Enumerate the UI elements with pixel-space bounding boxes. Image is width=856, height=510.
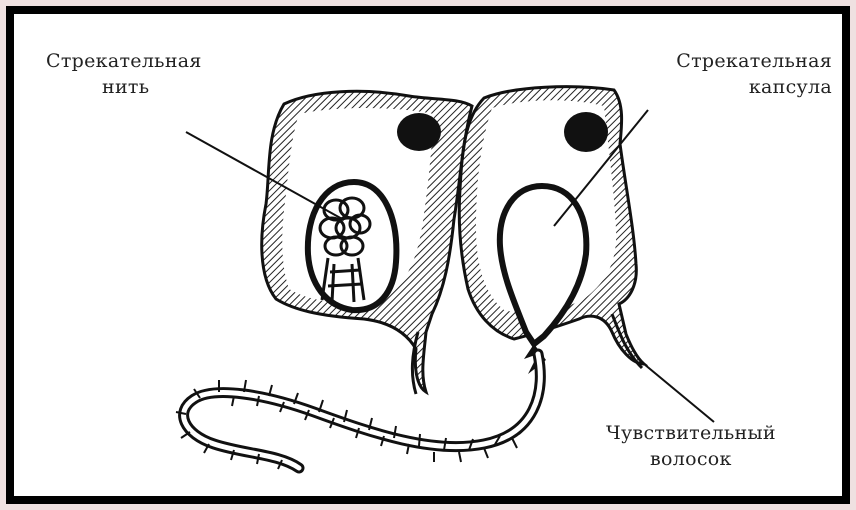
leader-hair (644, 364, 714, 422)
right-cell-nucleus (564, 112, 608, 152)
label-nematocyst-capsule: Стрекательная капсула (676, 48, 832, 100)
left-cnidocyte (262, 91, 472, 394)
label-capsule-line1: Стрекательная (676, 48, 832, 74)
label-nematocyst-thread: Стрекательная нить (46, 48, 202, 100)
right-cnidocyte (459, 87, 644, 374)
label-hair-line1: Чувствительный (606, 420, 776, 446)
label-capsule-line2: капсула (676, 74, 832, 100)
thread-inner (184, 354, 541, 468)
diagram-frame: Стрекательная нить Стрекательная капсула… (6, 6, 850, 504)
label-hair-line2: волосок (606, 446, 776, 472)
discharged-thread (176, 354, 540, 469)
label-thread-line2: нить (46, 74, 202, 100)
label-sensory-hair: Чувствительный волосок (606, 420, 776, 472)
left-cell-nucleus (397, 113, 441, 151)
label-thread-line1: Стрекательная (46, 48, 202, 74)
